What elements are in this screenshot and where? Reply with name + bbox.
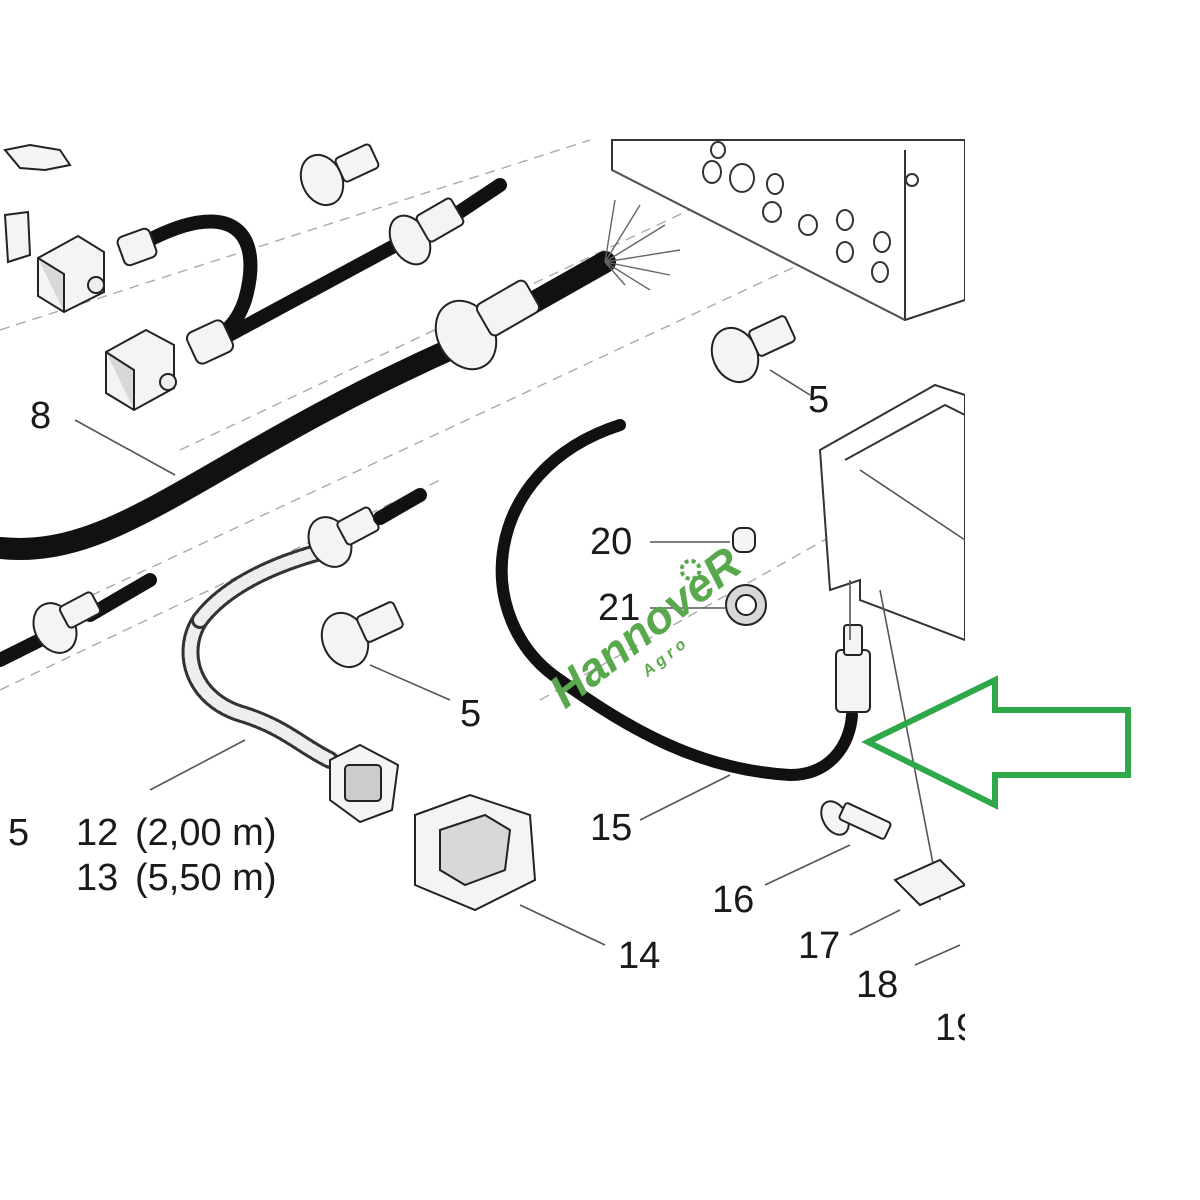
crop-mask-bottom: [0, 1055, 1200, 1200]
label-15: 15: [590, 807, 632, 849]
label-5-mid: 5: [460, 693, 481, 735]
loose-fitting-5-top: [710, 315, 796, 384]
top-left-component: [3, 143, 72, 264]
label-21: 21: [598, 587, 640, 629]
leader-lines: [74, 369, 961, 966]
part-20-21: [650, 527, 767, 626]
loose-fitting-top: [299, 143, 380, 207]
label-12-length: (2,00 m): [135, 812, 276, 854]
part-labels: 8 5 5 5 12 (2,00 m) 13 (5,50 m) 14 15 16…: [8, 379, 977, 1049]
label-8: 8: [30, 395, 51, 437]
label-13-length: (5,50 m): [135, 857, 276, 899]
label-17: 17: [798, 925, 840, 967]
label-5-top: 5: [808, 379, 829, 421]
control-box: [611, 139, 966, 322]
label-16: 16: [712, 879, 754, 921]
label-13: 13: [76, 857, 118, 899]
assembly-dash-lines: [0, 139, 861, 701]
label-14: 14: [618, 935, 660, 977]
loose-fitting-5-mid: [320, 601, 404, 669]
main-harness-8: [0, 199, 681, 560]
cable-12-13: [181, 488, 427, 824]
upper-fitting: [388, 197, 465, 266]
label-12: 12: [76, 812, 118, 854]
crop-mask: [965, 0, 1200, 1200]
hose-15: [495, 419, 871, 782]
label-5-left: 5: [8, 812, 29, 854]
highlight-arrow: [861, 675, 1131, 810]
brand-watermark-logo: HannoveR A g r o: [539, 537, 750, 718]
label-18: 18: [856, 964, 898, 1006]
lower-left-hose: [0, 573, 157, 667]
mounting-bracket: [818, 383, 966, 901]
svg-text:HannoveR: HannoveR: [539, 537, 750, 718]
clip-17: [893, 858, 967, 907]
upper-hose-assembly: [37, 143, 507, 412]
bolt-16: [820, 800, 892, 840]
solenoid-valve-lower: [105, 328, 177, 412]
solenoid-valve-upper: [37, 234, 105, 314]
connector-14: [414, 793, 537, 912]
label-20: 20: [590, 521, 632, 563]
